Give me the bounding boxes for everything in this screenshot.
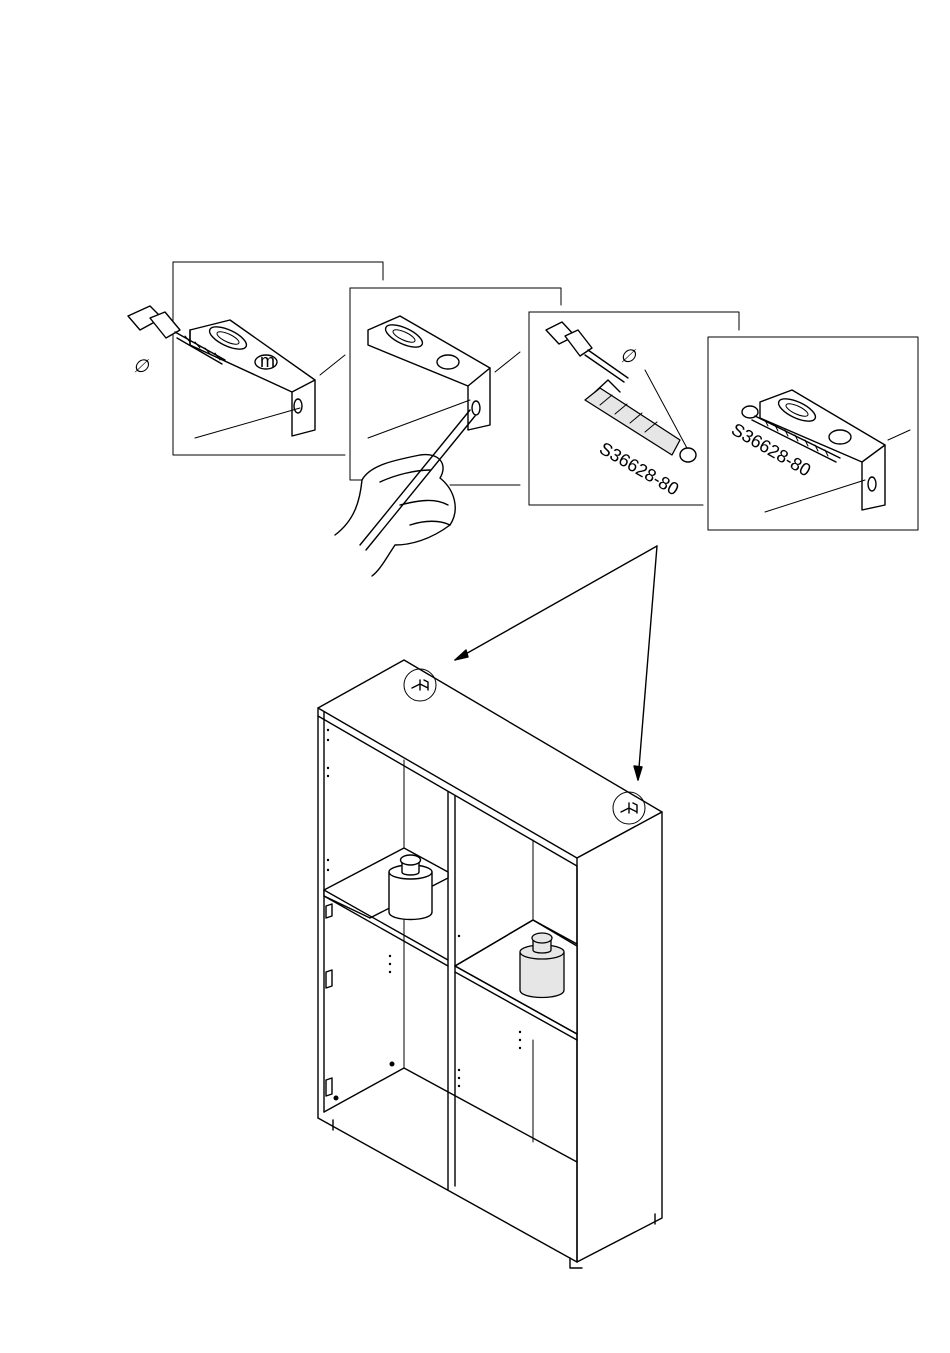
bracket-mark: m bbox=[260, 351, 275, 371]
detail-panel-drill-wall: m ∅ bbox=[128, 262, 383, 455]
detail-panel-mark-hole bbox=[335, 288, 561, 576]
drill-diameter-symbol: ∅ bbox=[133, 356, 150, 377]
hand-pencil-icon bbox=[335, 410, 475, 576]
hinge-icon bbox=[326, 904, 332, 1096]
detail-panel-fix-bracket: S36628-80 bbox=[708, 337, 918, 530]
drill-diameter-symbol: ∅ bbox=[620, 346, 637, 367]
wall-plug-icon bbox=[585, 380, 680, 455]
drill-icon bbox=[546, 322, 628, 382]
wall-bracket bbox=[368, 316, 490, 430]
wall-bracket: m bbox=[190, 320, 315, 436]
shelving-unit bbox=[318, 660, 662, 1268]
